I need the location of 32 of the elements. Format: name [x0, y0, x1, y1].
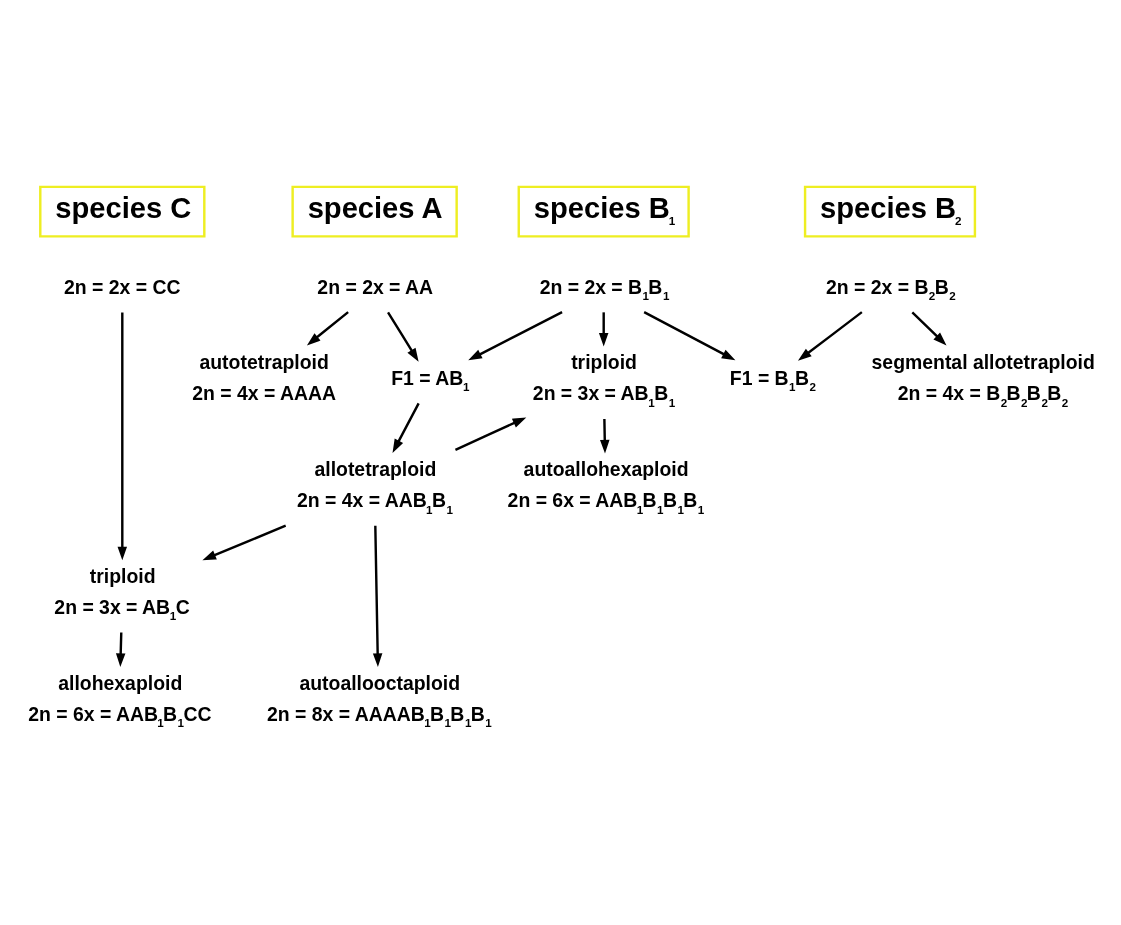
- node-box: species B$_{1}$: [517, 185, 690, 238]
- node-text: 2n = 2x = AA: [317, 275, 434, 298]
- node-text: F1 = AB$_{1}$: [391, 366, 470, 393]
- node-text: autotetraploid 2n = 4x = AAAA: [192, 350, 336, 404]
- node-box: species A: [291, 185, 458, 238]
- arrow: [387, 311, 419, 362]
- node-text: triploid 2n = 3x = AB$_{1}$B$_{1}$: [532, 350, 676, 409]
- arrow: [454, 416, 527, 451]
- arrow: [600, 418, 610, 453]
- node-text: autoallohexaploid 2n = 6x = AAB$_{1}$B$_{1}$B$_{1}$B$_{1}$: [507, 457, 705, 516]
- node-box: species B$_{2}$: [803, 185, 977, 238]
- node-text: segmental allotetraploid 2n = 4x = B$_{2}$B$_{2}$B$_{2}$B$_{2}$: [871, 350, 1095, 409]
- arrow: [598, 311, 609, 347]
- arrow: [797, 310, 863, 361]
- arrow: [911, 310, 947, 345]
- arrow: [392, 402, 420, 453]
- node-text: 2n = 2x = B$_{1}$B$_{1}$: [539, 275, 670, 302]
- arrow: [306, 310, 349, 345]
- arrow: [372, 525, 383, 667]
- node-text: 2n = 2x = B$_{2}$B$_{2}$: [825, 275, 956, 302]
- node-text: F1 = B$_{1}$B$_{2}$: [729, 366, 816, 393]
- node-text: allotetraploid 2n = 4x = AAB$_{1}$B$_{1}$: [297, 457, 453, 516]
- node-box: species C: [39, 185, 206, 238]
- arrow: [115, 631, 126, 667]
- arrow: [202, 524, 287, 560]
- arrow: [117, 312, 128, 560]
- node-text: allohexaploid 2n = 6x = AAB$_{1}$B$_{1}$CC: [28, 671, 212, 729]
- node-text: autoallooctaploid 2n = 8x = AAAAB$_{1}$B$_{1}$B$_{1}$B$_{1}$: [266, 671, 492, 729]
- node-text: triploid 2n = 3x = AB$_{1}$C: [54, 564, 190, 622]
- arrow: [643, 310, 736, 360]
- arrow: [468, 310, 563, 360]
- node-text: 2n = 2x = CC: [64, 275, 181, 298]
